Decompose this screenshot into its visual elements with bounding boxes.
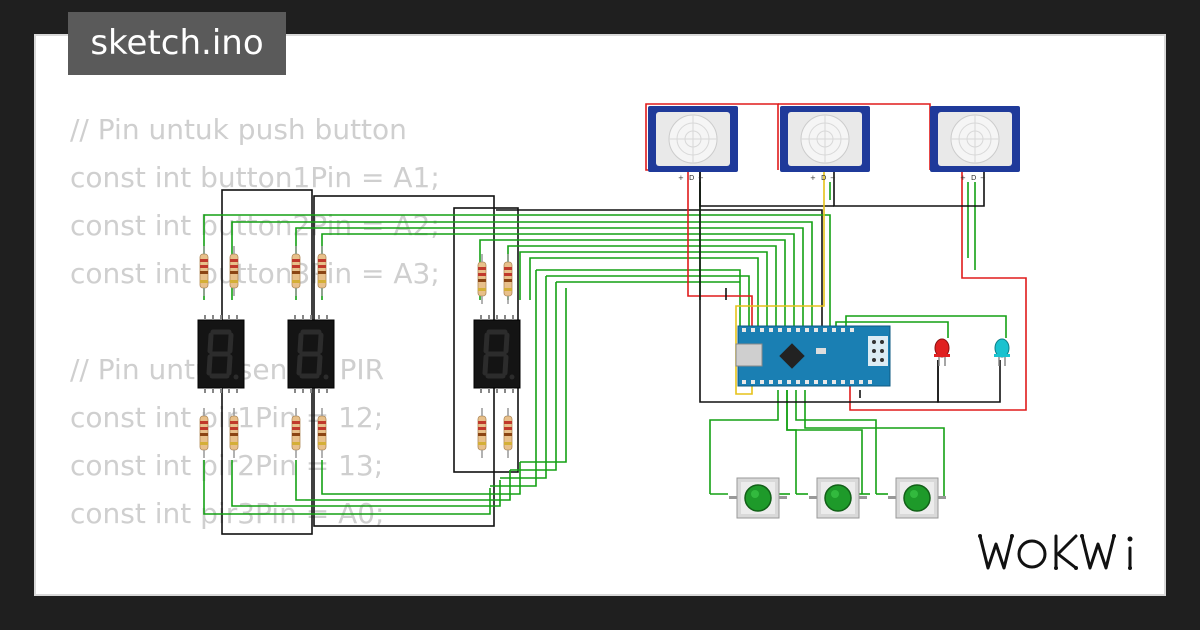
pir-sensor-3[interactable] xyxy=(929,105,1021,183)
pir-sensor-1[interactable] xyxy=(647,105,739,183)
red-wire xyxy=(645,103,1027,411)
code-line: // Pin untuk sensor PIR xyxy=(70,353,385,386)
seven-segment-display-3[interactable] xyxy=(474,315,520,393)
seven-segment-display-2[interactable] xyxy=(288,315,334,393)
code-line: // Pin untuk push button xyxy=(70,113,407,146)
resistor-group xyxy=(199,245,513,459)
code-line: const int pir2Pin = 13; xyxy=(70,449,384,482)
arduino-nano-board[interactable] xyxy=(735,325,891,387)
code-line: const int button3Pin = A3; xyxy=(70,257,440,290)
code-line: const int pir1Pin = 12; xyxy=(70,401,384,434)
push-button-2[interactable] xyxy=(808,477,868,519)
code-line: const int button1Pin = A1; xyxy=(70,161,440,194)
file-name-tab[interactable]: sketch.ino xyxy=(68,12,286,75)
push-button-3[interactable] xyxy=(887,477,947,519)
ground-wire xyxy=(699,170,1001,403)
pir-sensor-2[interactable] xyxy=(779,105,871,183)
seven-segment-display-1[interactable] xyxy=(198,315,244,393)
red-led[interactable] xyxy=(934,338,950,366)
cyan-led[interactable] xyxy=(994,338,1010,366)
code-line: // Pin untuk buzzer xyxy=(70,586,440,594)
wokwi-logo[interactable] xyxy=(976,528,1156,574)
push-button-1[interactable] xyxy=(728,477,788,519)
